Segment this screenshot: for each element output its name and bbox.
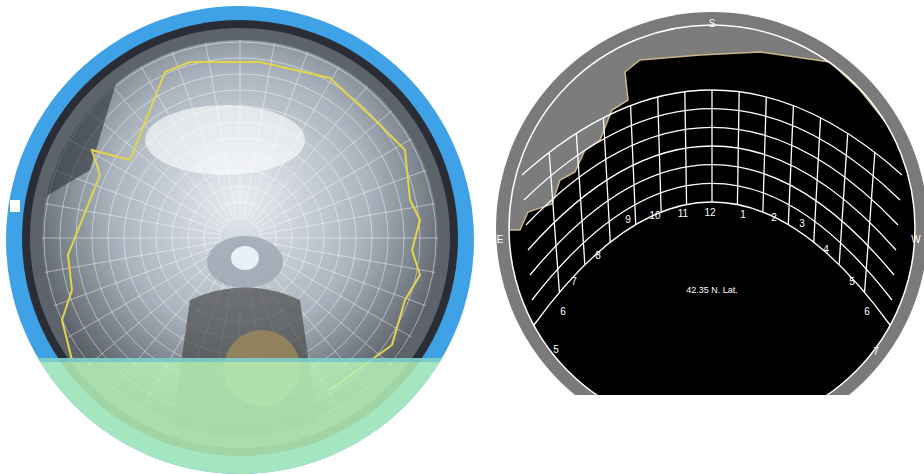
hour-label: 6 <box>864 307 870 317</box>
hour-line <box>576 133 585 264</box>
hour-label: 9 <box>625 215 631 225</box>
hour-label: 3 <box>799 219 805 229</box>
hour-label: 11 <box>678 209 688 219</box>
hour-label: 7 <box>571 277 577 287</box>
hour-label: 10 <box>649 211 660 221</box>
hour-line <box>865 152 875 292</box>
sun-path-chart <box>480 12 924 474</box>
hour-line <box>839 133 848 264</box>
sun-path-arc <box>534 202 890 325</box>
hour-label: 7 <box>873 347 879 357</box>
latitude-label: 42.35 N. Lat. <box>686 286 738 295</box>
hour-label: 2 <box>771 213 777 223</box>
hour-label: 8 <box>595 251 601 261</box>
hour-line <box>549 152 559 292</box>
compass-letter: E <box>497 235 504 245</box>
dome-grid-ray <box>52 245 221 307</box>
hour-line <box>788 106 793 225</box>
hour-line <box>737 92 739 205</box>
dome-grid-ray <box>260 238 440 239</box>
dome-grid-ray <box>40 238 220 239</box>
hour-line <box>814 118 821 242</box>
dome-grid-ray <box>259 170 428 232</box>
hour-line <box>658 97 661 212</box>
hour-line <box>631 106 636 225</box>
dome-grid-ray <box>43 203 220 234</box>
dome-grid-ray <box>260 241 437 272</box>
dome-grid-ray <box>260 203 437 234</box>
dome-photo <box>0 6 480 474</box>
hour-label: 5 <box>553 345 559 355</box>
hour-label: 6 <box>560 307 566 317</box>
hour-line <box>685 92 687 205</box>
hour-line <box>763 97 766 212</box>
hour-line <box>711 90 712 202</box>
hour-label: 4 <box>823 245 829 255</box>
hour-label: 1 <box>740 210 746 220</box>
hour-label: 12 <box>704 208 715 218</box>
hour-line <box>603 118 610 242</box>
compass-letter: W <box>911 235 920 245</box>
hour-label: 5 <box>849 277 855 287</box>
compass-letter: S <box>709 19 716 29</box>
